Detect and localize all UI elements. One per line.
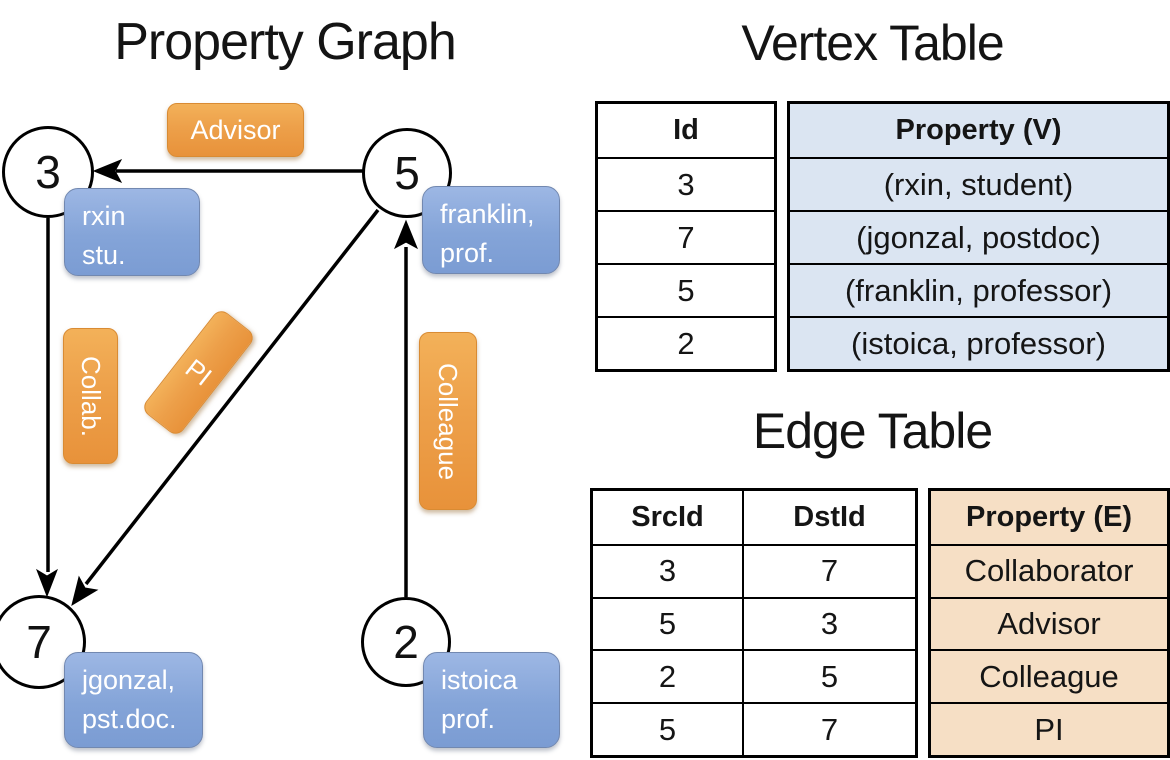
table-cell: Colleague — [931, 649, 1167, 702]
arrowhead-at-7-from-3 — [36, 568, 58, 598]
node-property-box-jgonzal: jgonzal, pst.doc. — [64, 652, 203, 748]
arrowhead-at-3 — [92, 159, 123, 183]
property-line: franklin, — [440, 199, 535, 229]
edge-label-colleague: Colleague — [419, 332, 477, 510]
table-cell: 3 — [598, 157, 774, 210]
table-cell: 5 — [593, 596, 742, 650]
property-line: prof. — [440, 238, 495, 268]
edge-label-collab: Collab. — [63, 328, 118, 464]
table-cell: 7 — [742, 543, 915, 597]
table-cell: (franklin, professor) — [790, 263, 1167, 316]
edge-line-5-to-7 — [84, 208, 380, 586]
table-cell: 3 — [742, 596, 915, 650]
arrowhead-at-7-from-5 — [71, 575, 99, 607]
table-cell: 5 — [598, 263, 774, 316]
node-circle-3: 3 — [2, 126, 94, 218]
graph-edges — [36, 159, 418, 607]
node-property-box-franklin: franklin, prof. — [422, 186, 560, 274]
vertex-table-id-column: Id 3 7 5 2 — [595, 101, 777, 372]
column-header: SrcId — [631, 500, 704, 533]
edge-label-text: Advisor — [190, 114, 281, 145]
property-line: prof. — [441, 704, 496, 734]
property-line: pst.doc. — [82, 704, 177, 734]
table-cell: (rxin, student) — [790, 157, 1167, 210]
property-line: stu. — [82, 240, 126, 270]
edge-table-title: Edge Table — [752, 403, 993, 459]
property-line: jgonzal, — [82, 665, 176, 695]
edge-table-property-column: Property (E) Collaborator Advisor Collea… — [928, 488, 1170, 758]
column-header: Property (E) — [966, 500, 1132, 533]
edge-table-id-columns: SrcId DstId 3 7 5 3 2 5 5 7 — [590, 488, 918, 758]
table-cell: 5 — [593, 702, 742, 755]
node-property-box-rxin: rxin stu. — [64, 188, 200, 276]
table-cell: Advisor — [931, 596, 1167, 650]
node-id-label: 7 — [26, 616, 52, 668]
property-line: rxin — [82, 201, 126, 231]
table-cell: 7 — [598, 210, 774, 263]
column-header: DstId — [742, 491, 915, 544]
property-graph-title: Property Graph — [114, 13, 457, 71]
table-cell: (istoica, professor) — [790, 316, 1167, 369]
table-cell: 7 — [742, 702, 915, 755]
vertex-table-title: Vertex Table — [741, 15, 1004, 71]
table-cell: 3 — [593, 543, 742, 597]
edge-label-text: Colleague — [433, 362, 464, 480]
edge-label-text: Collab. — [76, 355, 106, 437]
node-id-label: 5 — [394, 147, 420, 199]
table-cell: 2 — [598, 316, 774, 369]
table-cell: (jgonzal, postdoc) — [790, 210, 1167, 263]
arrowhead-at-5 — [394, 219, 418, 250]
vertex-table-property-column: Property (V) (rxin, student) (jgonzal, p… — [787, 101, 1170, 372]
table-cell: 5 — [742, 649, 915, 703]
edge-label-advisor: Advisor — [167, 103, 304, 157]
column-header: Id — [673, 114, 699, 146]
column-header: Property (V) — [895, 114, 1062, 146]
table-cell: 2 — [593, 649, 742, 702]
edge-label-text: PI — [179, 352, 218, 392]
node-property-box-istoica: istoica prof. — [423, 652, 560, 748]
node-id-label: 3 — [35, 146, 61, 198]
table-cell: Collaborator — [931, 543, 1167, 597]
table-cell: PI — [931, 702, 1167, 755]
property-line: istoica — [441, 665, 518, 695]
node-id-label: 2 — [393, 616, 419, 668]
